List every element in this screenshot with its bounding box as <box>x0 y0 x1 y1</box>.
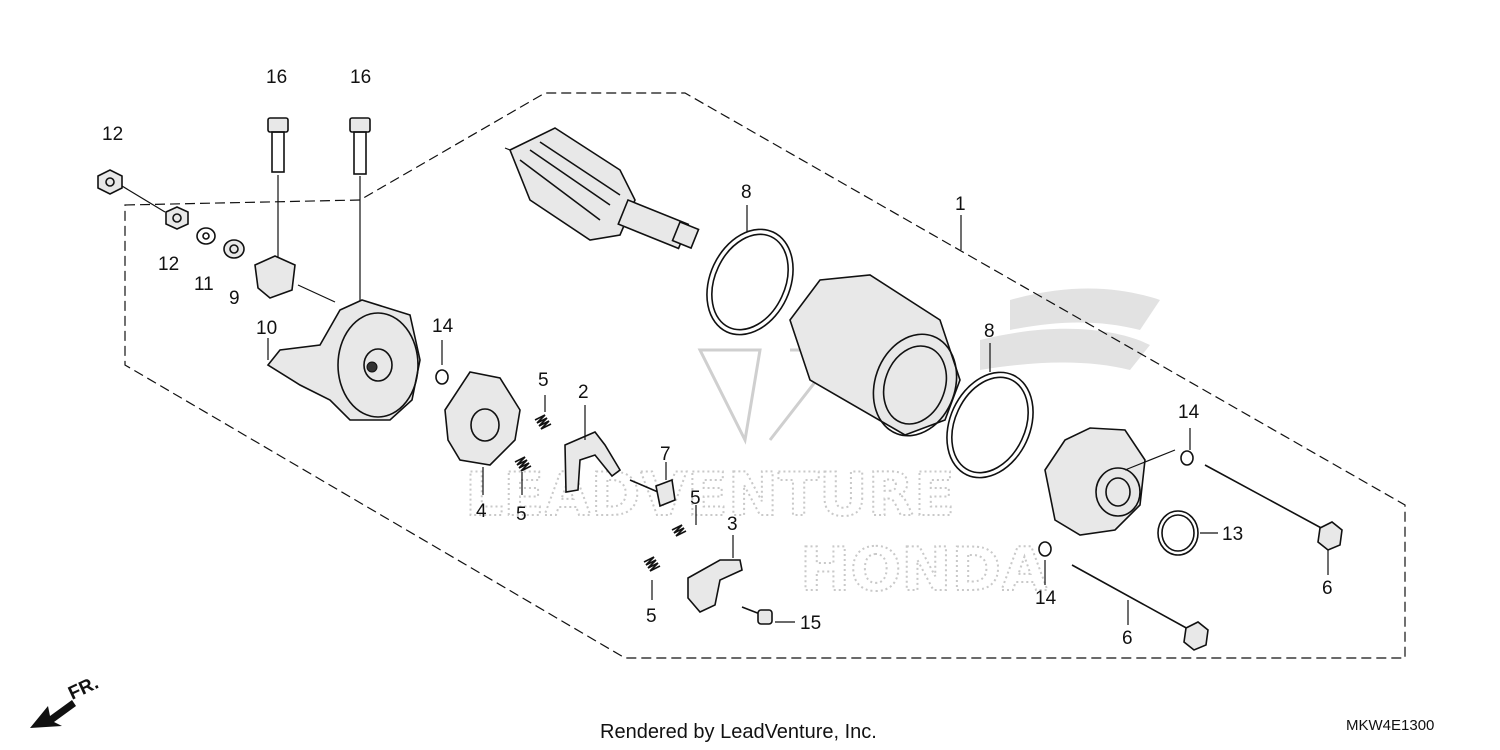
part-13-oring <box>1157 510 1218 556</box>
assembly-outline <box>124 92 1406 659</box>
part-15-screw <box>741 606 773 625</box>
direction-label: FR. <box>65 673 102 705</box>
part-11-washer <box>196 227 216 245</box>
watermark-leadventure: LEADVENTURE <box>465 460 955 530</box>
callout-5-d: 5 <box>646 606 657 627</box>
callout-5-c: 5 <box>690 488 701 509</box>
part-4-brush-holder <box>444 371 521 495</box>
part-6-bolt-lower <box>1071 564 1209 651</box>
callout-2: 2 <box>578 382 589 403</box>
callout-15: 15 <box>800 613 821 634</box>
leader-lines <box>267 215 962 623</box>
callout-1: 1 <box>955 194 966 215</box>
callout-labels: 16 16 12 12 11 9 10 14 5 2 4 5 7 5 3 5 1… <box>102 67 1333 649</box>
part-16-bolt-right <box>349 117 371 305</box>
part-3-brush-plate <box>687 559 743 613</box>
watermark: LEADVENTURE HONDA <box>464 288 1160 606</box>
callout-6-upper: 6 <box>1322 578 1333 599</box>
direction-arrow-icon <box>30 700 76 728</box>
part-14-oring-right-upper <box>1180 428 1194 466</box>
callout-16-left: 16 <box>266 67 287 88</box>
callout-3: 3 <box>727 514 738 535</box>
diagram-code: MKW4E1300 <box>1346 717 1434 734</box>
part-5-spring-1 <box>534 414 552 430</box>
callout-8-lower: 8 <box>984 321 995 342</box>
part-2-brush-plate <box>564 431 622 493</box>
part-8-oring-upper <box>706 205 794 336</box>
front-cover <box>1044 427 1176 536</box>
armature <box>504 127 700 250</box>
rear-cover <box>266 299 421 421</box>
callout-14-right-lower: 14 <box>1035 588 1057 609</box>
callout-14-right-upper: 14 <box>1178 402 1200 423</box>
callout-8-upper: 8 <box>741 182 752 203</box>
part-10-insulator <box>254 255 336 303</box>
part-6-bolt-upper <box>1204 464 1343 575</box>
part-14-oring-right-lower <box>1038 541 1052 585</box>
callout-10: 10 <box>256 318 277 339</box>
part-5-spring-3 <box>671 524 687 537</box>
callout-16-right: 16 <box>350 67 371 88</box>
callout-7: 7 <box>660 444 671 465</box>
part-12-nut-lower <box>165 206 189 230</box>
callout-12-lower: 12 <box>158 254 179 275</box>
part-12-nut-upper <box>97 169 166 213</box>
front-direction-indicator: FR. <box>30 673 102 728</box>
assembly-boundary <box>124 92 1406 659</box>
part-8-oring-lower <box>946 343 1034 479</box>
part-7-terminal-bolt <box>629 478 676 508</box>
part-16-bolt-left <box>267 117 289 260</box>
callout-14-left: 14 <box>432 316 454 337</box>
watermark-honda: HONDA <box>800 535 1048 605</box>
callout-5-b: 5 <box>516 504 527 525</box>
watermark-wing <box>980 288 1160 370</box>
callout-4: 4 <box>476 501 487 522</box>
callout-5-a: 5 <box>538 370 549 391</box>
part-5-spring-4 <box>643 556 661 572</box>
callout-12-upper: 12 <box>102 124 123 145</box>
part-9-bushing <box>223 239 245 259</box>
motor-yoke <box>789 274 961 437</box>
callout-11: 11 <box>194 274 214 295</box>
footer-rendered-by: Rendered by LeadVenture, Inc. <box>600 721 877 743</box>
part-14-oring-left <box>435 369 449 385</box>
part-5-spring-2 <box>514 456 532 472</box>
callout-13: 13 <box>1222 524 1243 545</box>
callout-9: 9 <box>229 288 240 309</box>
callout-6-lower: 6 <box>1122 628 1133 649</box>
